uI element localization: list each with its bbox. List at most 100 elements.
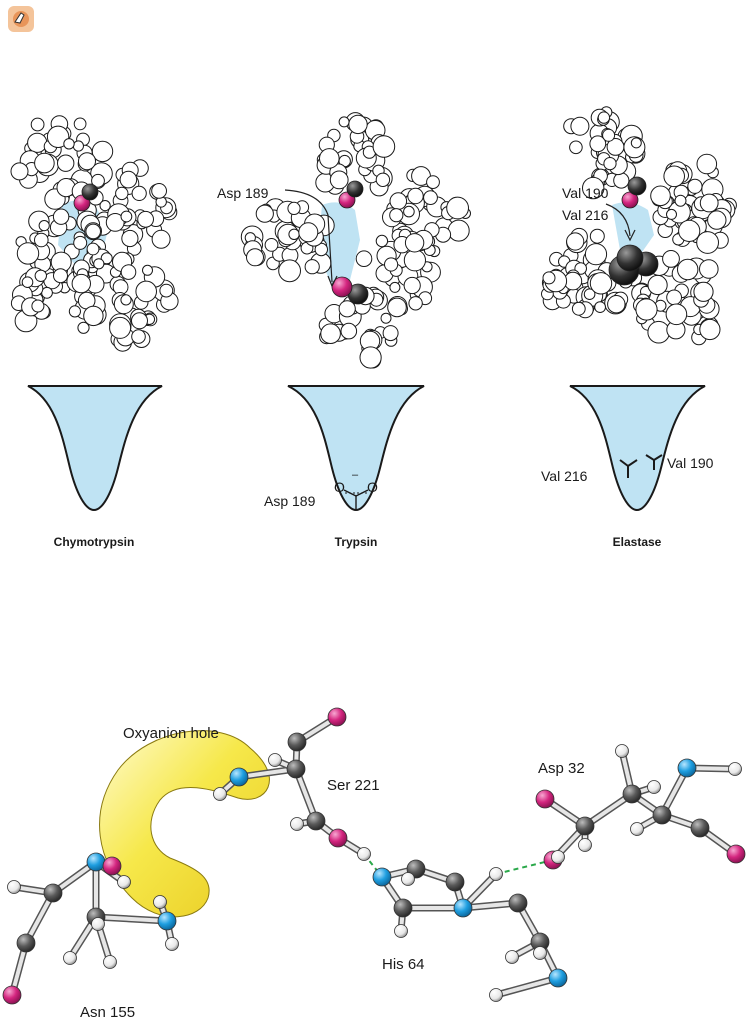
hydrogen-atom xyxy=(166,938,179,951)
sphere-atom xyxy=(697,232,719,254)
sphere-atom xyxy=(152,184,167,199)
sphere-atom xyxy=(567,233,584,250)
hydrogen-atom xyxy=(64,952,77,965)
sphere-atom xyxy=(289,229,299,239)
hydrogen-atom xyxy=(616,745,629,758)
hydrogen-atom xyxy=(490,868,503,881)
sphere-atom xyxy=(648,321,670,343)
oxygen-atom xyxy=(328,708,346,726)
bond xyxy=(496,978,558,995)
sphere-atom xyxy=(664,166,685,187)
sphere-atom xyxy=(17,243,38,264)
sphere-atom xyxy=(69,306,80,317)
nitrogen-atom xyxy=(158,912,176,930)
elastase-dark-atom xyxy=(628,177,646,195)
sphere-atom xyxy=(32,300,44,312)
hydrogen-atom xyxy=(579,839,592,852)
sphere-atom xyxy=(424,191,438,205)
sphere-atom xyxy=(86,224,101,239)
hydrogen-atom xyxy=(395,925,408,938)
sphere-atom xyxy=(72,274,90,292)
hydrogen-atom xyxy=(729,763,742,776)
carbon-atom xyxy=(394,899,412,917)
carbon-atom xyxy=(307,812,325,830)
sphere-atom xyxy=(700,194,718,212)
elastase-pocket xyxy=(570,386,705,510)
carboxylate-charge: – xyxy=(352,469,359,481)
sphere-atom xyxy=(120,171,137,188)
sphere-atom xyxy=(330,171,348,189)
sphere-atom xyxy=(697,154,717,174)
sphere-atom xyxy=(299,223,318,242)
sphere-atom xyxy=(138,211,154,227)
sphere-atom xyxy=(247,249,264,266)
oxyanion-hole-region xyxy=(100,731,270,917)
elastase-val216-label: Val 216 xyxy=(562,207,609,223)
hand-cursor-icon[interactable] xyxy=(8,6,34,32)
carboxylate-oxygen-right: O xyxy=(367,479,378,495)
sphere-atom xyxy=(608,296,625,313)
sphere-atom xyxy=(256,205,273,222)
hydrogen-atom xyxy=(534,947,547,960)
nitrogen-atom xyxy=(678,759,696,777)
oxygen-atom xyxy=(3,986,21,1004)
hydrogen-atom xyxy=(154,896,167,909)
sphere-atom xyxy=(598,112,609,123)
sphere-atom xyxy=(694,282,713,301)
sphere-atom xyxy=(376,235,387,246)
sphere-atom xyxy=(700,260,719,279)
elastase-val216-pocket-label: Val 216 xyxy=(541,468,588,484)
hydrogen-atom xyxy=(269,754,282,767)
sphere-atom xyxy=(64,139,74,149)
sphere-atom xyxy=(388,298,407,317)
sphere-atom xyxy=(279,260,301,282)
sphere-atom xyxy=(94,259,104,269)
hydrogen-atom xyxy=(631,823,644,836)
sphere-atom xyxy=(339,301,355,317)
sphere-atom xyxy=(22,277,33,288)
elastase-caption: Elastase xyxy=(613,535,662,549)
hydrogen-atom xyxy=(490,989,503,1002)
elastase-val190-label: Val 190 xyxy=(562,185,609,201)
oxyanion-hole-label: Oxyanion hole xyxy=(123,725,219,742)
asp-32-label: Asp 32 xyxy=(538,760,585,777)
hydrogen-atom xyxy=(358,848,371,861)
sphere-atom xyxy=(572,302,585,315)
sphere-atom xyxy=(87,243,99,255)
sphere-atom xyxy=(132,313,148,329)
sphere-atom xyxy=(427,176,440,189)
trypsin-space-filling-model xyxy=(241,113,470,369)
sphere-atom xyxy=(675,195,686,206)
nitrogen-atom xyxy=(87,853,105,871)
sphere-atom xyxy=(132,186,146,200)
sphere-atom xyxy=(678,259,698,279)
hydrogen-atom xyxy=(8,881,21,894)
his-64-label: His 64 xyxy=(382,956,425,973)
sphere-atom xyxy=(143,265,153,275)
sphere-atom xyxy=(121,265,136,280)
hydrogen-atom xyxy=(92,918,105,931)
sphere-atom xyxy=(648,275,667,294)
hydrogen-atom xyxy=(552,851,565,864)
sphere-atom xyxy=(320,149,340,169)
nitrogen-atom xyxy=(373,868,391,886)
sphere-atom xyxy=(57,155,73,171)
hydrogen-atom xyxy=(118,876,131,889)
sphere-atom xyxy=(614,173,629,188)
sphere-atom xyxy=(11,163,28,180)
sphere-atom xyxy=(405,234,423,252)
sphere-atom xyxy=(321,324,341,344)
sphere-atom xyxy=(73,141,83,151)
sphere-atom xyxy=(700,319,720,339)
carbon-atom xyxy=(446,873,464,891)
carbon-atom xyxy=(691,819,709,837)
sphere-atom xyxy=(385,258,398,271)
sphere-atom xyxy=(404,277,420,293)
trypsin-pocket xyxy=(288,386,424,510)
sphere-atom xyxy=(448,220,469,241)
chymotrypsin-atom-cluster xyxy=(11,116,178,352)
sphere-atom xyxy=(121,211,132,222)
carboxylate-oxygen-left: O xyxy=(334,479,345,495)
sphere-atom xyxy=(53,209,68,224)
